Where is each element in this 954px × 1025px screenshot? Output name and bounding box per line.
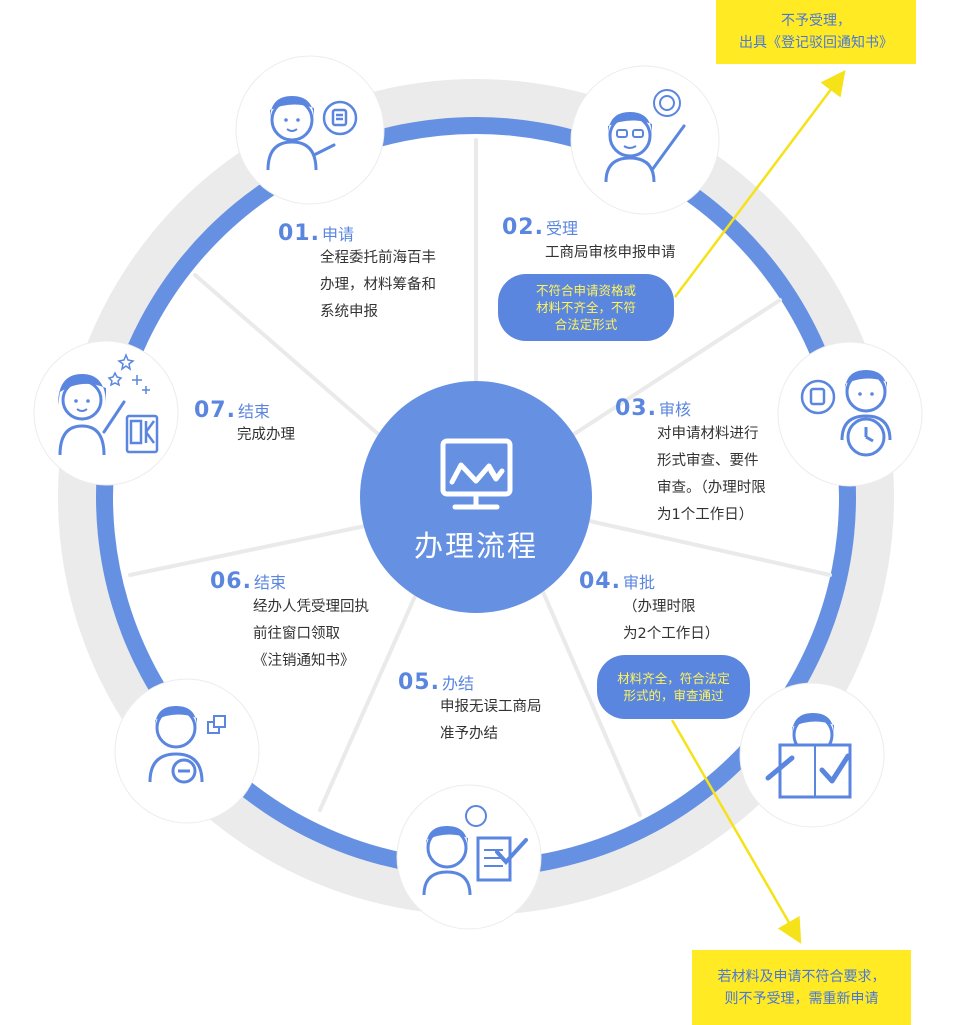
pill-line: 不符合申请资格或	[535, 283, 636, 298]
spokes	[128, 138, 832, 817]
note-line: 不予受理，	[781, 13, 851, 29]
step-01-title: 01.申请	[278, 221, 354, 246]
resubmit-note: 若材料及申请不符合要求， 则不予受理，需重新申请	[692, 950, 911, 1025]
step-06-label: 结束	[253, 573, 286, 592]
reject-note: 不予受理， 出具《登记驳回通知书》	[716, 0, 916, 64]
ok-badge-icon	[125, 414, 159, 454]
step-07-desc: 完成办理	[237, 422, 295, 449]
step-04-label: 审批	[622, 573, 655, 592]
approve-condition-pill: 材料齐全，符合法定 形式的，审查通过	[597, 655, 750, 719]
magnifier-icon	[800, 379, 836, 415]
copy-icon	[207, 715, 226, 734]
step-02-line: 工商局审核申报申请	[545, 245, 676, 261]
step-07-label: 结束	[237, 402, 270, 421]
step-03-desc: 对申请材料进行 形式审查、要件 审查。（办理时限 为1个工作日）	[657, 421, 766, 529]
approve-arrow	[670, 719, 802, 944]
avatar-step-07	[33, 340, 179, 486]
step-04-line: （办理时限	[623, 599, 696, 615]
step-07-title: 07.结束	[194, 398, 270, 423]
step-05-line: 申报无误工商局	[440, 699, 542, 715]
step-07-line: 完成办理	[237, 427, 295, 443]
note-line: 若材料及申请不符合要求，	[717, 968, 886, 985]
step-05-label: 办结	[441, 674, 474, 693]
step-03-label: 审核	[658, 400, 691, 419]
step-06-line: 前往窗口领取	[253, 626, 340, 642]
step-02-number: 02.	[502, 215, 544, 240]
step-03-title: 03.审核	[615, 396, 691, 421]
step-01-number: 01.	[278, 221, 320, 246]
step-05-line: 准予办结	[440, 726, 498, 742]
step-01-line: 办理，材料筹备和	[320, 277, 436, 293]
checkmark-icon	[819, 753, 851, 784]
pill-line: 材料齐全，符合法定	[617, 671, 730, 686]
avatar-step-03	[777, 341, 923, 487]
pill-line: 材料不齐全，不符	[535, 300, 636, 315]
note-line: 出具《登记驳回通知书》	[739, 35, 893, 51]
step-03-line: 为1个工作日）	[657, 507, 754, 523]
step-02-title: 02.受理	[502, 215, 578, 240]
speech-bubble-icon	[322, 100, 358, 136]
step-01-line: 系统申报	[320, 304, 378, 320]
avatar-step-02	[570, 65, 720, 215]
reject-arrow	[674, 70, 846, 298]
clock-icon	[846, 417, 886, 457]
step-05-desc: 申报无误工商局 准予办结	[440, 694, 542, 748]
center-title: 办理流程	[413, 529, 538, 563]
step-06-line: 经办人凭受理回执	[253, 599, 369, 615]
reject-condition-pill: 不符合申请资格或 材料不齐全，不符 合法定形式	[498, 274, 674, 341]
step-06-number: 06.	[210, 569, 252, 594]
step-02-desc: 工商局审核申报申请	[545, 240, 676, 267]
step-07-number: 07.	[194, 398, 236, 423]
step-03-line: 审查。（办理时限	[657, 480, 766, 496]
avatar-step-05	[396, 784, 542, 930]
step-03-line: 形式审查、要件	[657, 453, 759, 469]
step-01-desc: 全程委托前海百丰 办理，材料筹备和 系统申报	[320, 245, 436, 326]
step-06-desc: 经办人凭受理回执 前往窗口领取 《注销通知书》	[253, 594, 369, 675]
step-05-title: 05.办结	[398, 670, 474, 695]
avatar-step-04	[739, 682, 885, 828]
step-06-title: 06.结束	[210, 569, 286, 594]
step-04-title: 04.审批	[579, 569, 655, 594]
note-line: 则不予受理，需重新申请	[724, 990, 879, 1007]
step-03-number: 03.	[615, 396, 657, 421]
step-05-number: 05.	[398, 670, 440, 695]
step-02-label: 受理	[545, 219, 578, 238]
step-04-line: 为2个工作日）	[623, 626, 720, 642]
pill-line: 形式的，审查通过	[623, 688, 724, 703]
chart-trend-icon	[440, 438, 513, 510]
step-01-label: 申请	[321, 225, 354, 244]
step-03-line: 对申请材料进行	[657, 426, 759, 442]
step-06-line: 《注销通知书》	[253, 653, 355, 669]
step-01-line: 全程委托前海百丰	[320, 250, 436, 266]
step-04-number: 04.	[579, 569, 621, 594]
seal-icon	[653, 89, 681, 117]
pill-line: 合法定形式	[554, 317, 618, 332]
sparkle-icons	[107, 352, 150, 394]
avatar-step-06	[114, 678, 260, 824]
avatar-step-01	[235, 55, 385, 205]
step-04-desc: （办理时限 为2个工作日）	[623, 594, 719, 648]
